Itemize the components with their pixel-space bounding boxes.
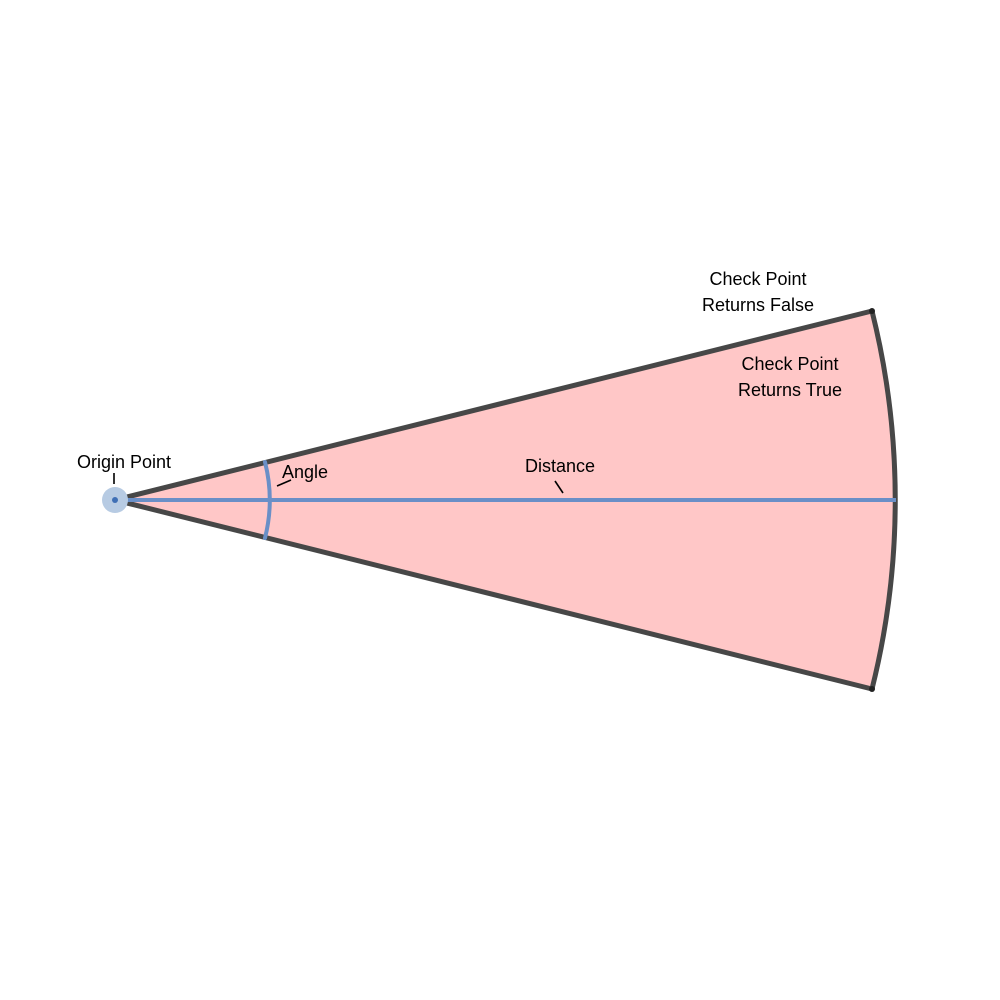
sector-corner-top [869,308,875,314]
distance-label: Distance [525,456,595,476]
sector-lower-edge [112,497,875,692]
angle-label: Angle [282,462,328,482]
angle-leader-line [276,479,292,487]
check-false-label-line2: Returns False [702,295,814,315]
sector-corner-bottom [869,686,875,692]
angle-arc [263,460,272,540]
check-true-label-line1: Check Point [741,354,838,374]
check-true-label-line2: Returns True [738,380,842,400]
sector-upper-edge [112,308,875,503]
check-false-label-line1: Check Point [709,269,806,289]
origin-center-dot [112,497,118,503]
origin-point-label: Origin Point [77,452,171,472]
distance-leader-line [554,480,564,494]
